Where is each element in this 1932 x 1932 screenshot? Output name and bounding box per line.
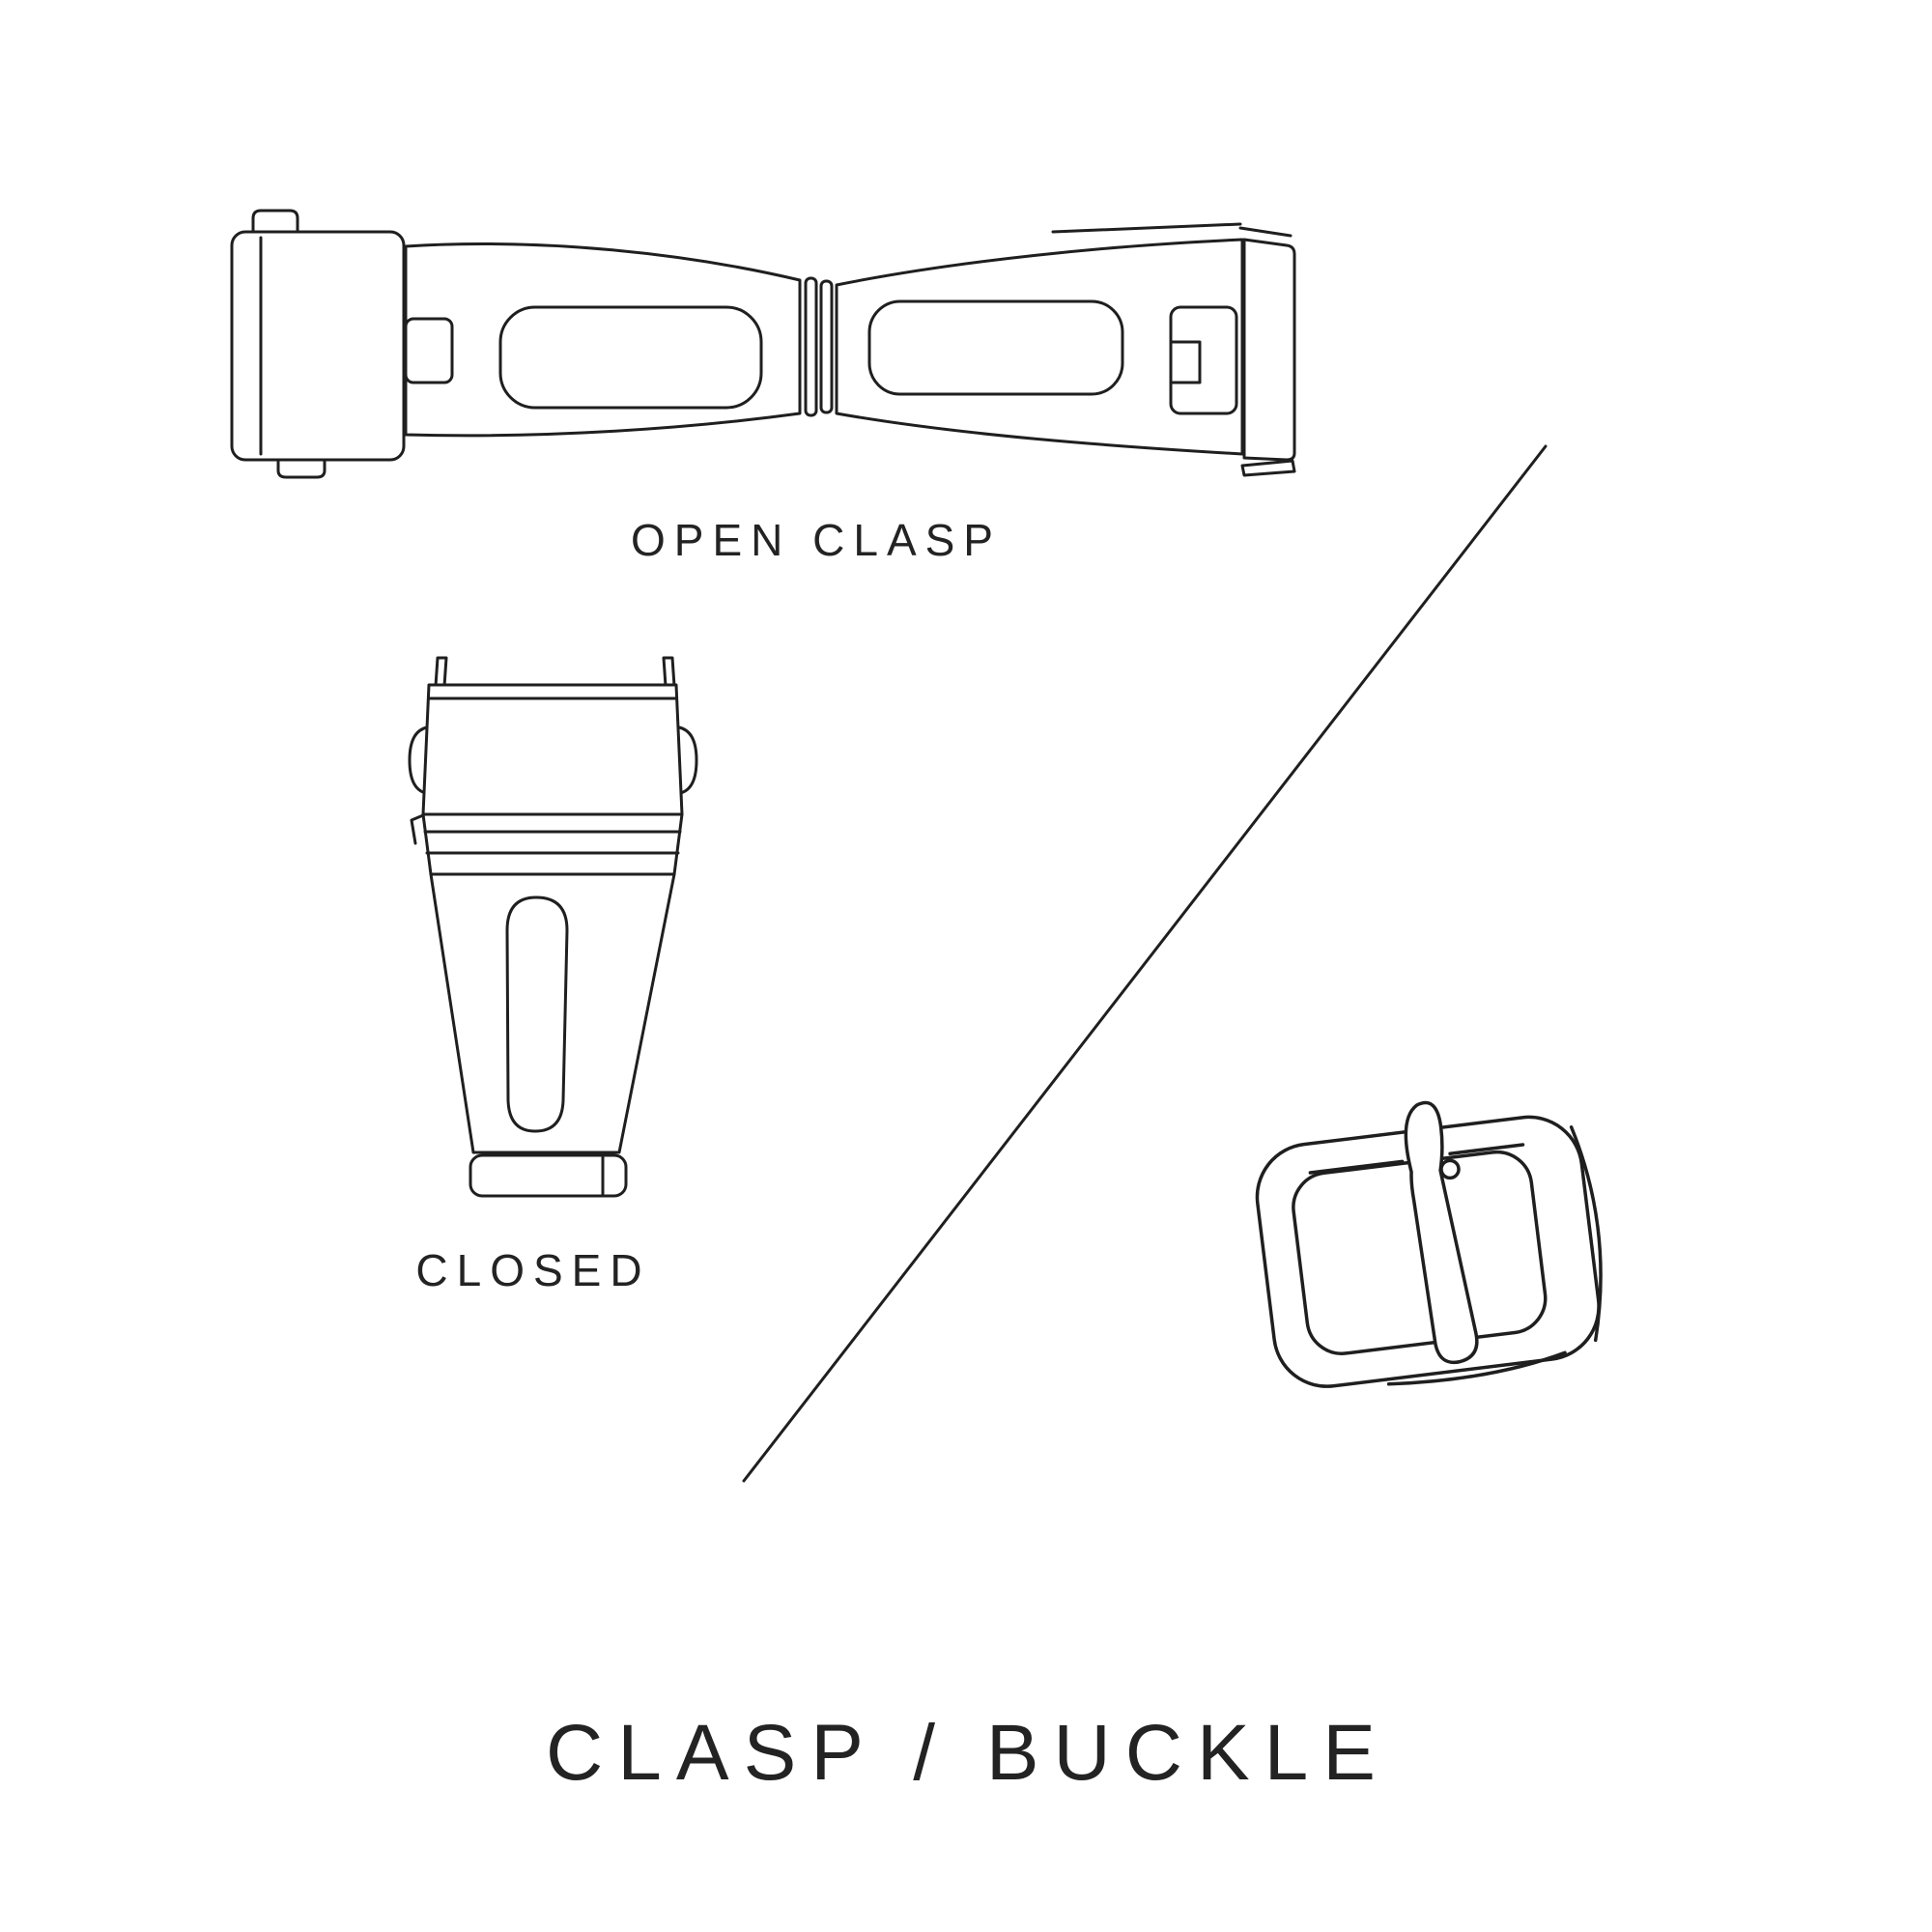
buckle-tongue xyxy=(1404,1100,1479,1365)
clasp-hinge xyxy=(804,276,818,417)
clasp-end-tab-top xyxy=(251,209,299,234)
clasp-left-arm-slot xyxy=(498,305,763,410)
clasp-top-cover xyxy=(421,683,684,816)
clasp-side-button-right xyxy=(677,725,698,795)
closed-clasp-label: CLOSED xyxy=(415,1245,651,1295)
page-title: CLASP / BUCKLE xyxy=(546,1709,1390,1797)
closed-clasp-drawing xyxy=(408,656,698,1198)
clasp-right-end xyxy=(1242,238,1296,462)
open-clasp-drawing xyxy=(230,209,1296,479)
open-clasp-label: OPEN CLASP xyxy=(631,515,1002,565)
closed-clasp-illustration xyxy=(384,642,708,1208)
clasp-end-tab-bottom xyxy=(276,458,327,479)
diagonal-divider-line xyxy=(742,444,1548,1483)
clasp-bottom-cap xyxy=(469,1153,628,1198)
clasp-right-arm-slot xyxy=(867,299,1124,396)
clasp-side-button-left xyxy=(408,725,429,795)
buckle-pin-bar xyxy=(1308,1159,1405,1175)
clasp-fold-band xyxy=(421,812,684,876)
open-clasp-illustration xyxy=(222,185,1299,495)
clasp-body-slot xyxy=(505,895,569,1133)
clasp-catch xyxy=(1169,305,1238,415)
clasp-end-link xyxy=(230,230,406,462)
buckle-drawing xyxy=(1255,1100,1603,1388)
buckle-illustration xyxy=(1229,1084,1634,1443)
